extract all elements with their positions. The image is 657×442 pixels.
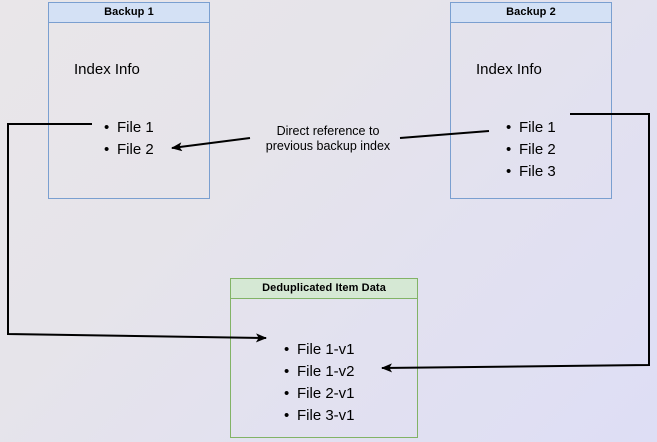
deduplicated-item-data-box: Deduplicated Item Data File 1-v1 File 1-… [230, 278, 418, 438]
list-item: File 2-v1 [284, 383, 354, 405]
backup-2-index-info-label: Index Info [476, 61, 542, 78]
direct-reference-caption: Direct reference to previous backup inde… [265, 124, 391, 153]
backup-2-header: Backup 2 [451, 3, 611, 23]
list-item: File 3 [506, 161, 556, 183]
backup-2-file-list: File 1 File 2 File 3 [503, 117, 556, 183]
backup-1-header: Backup 1 [49, 3, 209, 23]
list-item: File 1-v1 [284, 339, 354, 361]
dedup-file-list: File 1-v1 File 1-v2 File 2-v1 File 3-v1 [281, 339, 354, 427]
list-item: File 3-v1 [284, 405, 354, 427]
list-item: File 1-v2 [284, 361, 354, 383]
backup-1-box: Backup 1 Index Info File 1 File 2 [48, 2, 210, 199]
dedup-header: Deduplicated Item Data [231, 279, 417, 299]
backup-1-file-list: File 1 File 2 [101, 117, 154, 161]
list-item: File 2 [506, 139, 556, 161]
backup-2-body: Index Info File 1 File 2 File 3 [451, 23, 611, 198]
backup-1-index-info-label: Index Info [74, 61, 140, 78]
list-item: File 2 [104, 139, 154, 161]
backup-1-body: Index Info File 1 File 2 [49, 23, 209, 198]
dedup-body: File 1-v1 File 1-v2 File 2-v1 File 3-v1 [231, 299, 417, 437]
backup-2-box: Backup 2 Index Info File 1 File 2 File 3 [450, 2, 612, 199]
list-item: File 1 [506, 117, 556, 139]
list-item: File 1 [104, 117, 154, 139]
